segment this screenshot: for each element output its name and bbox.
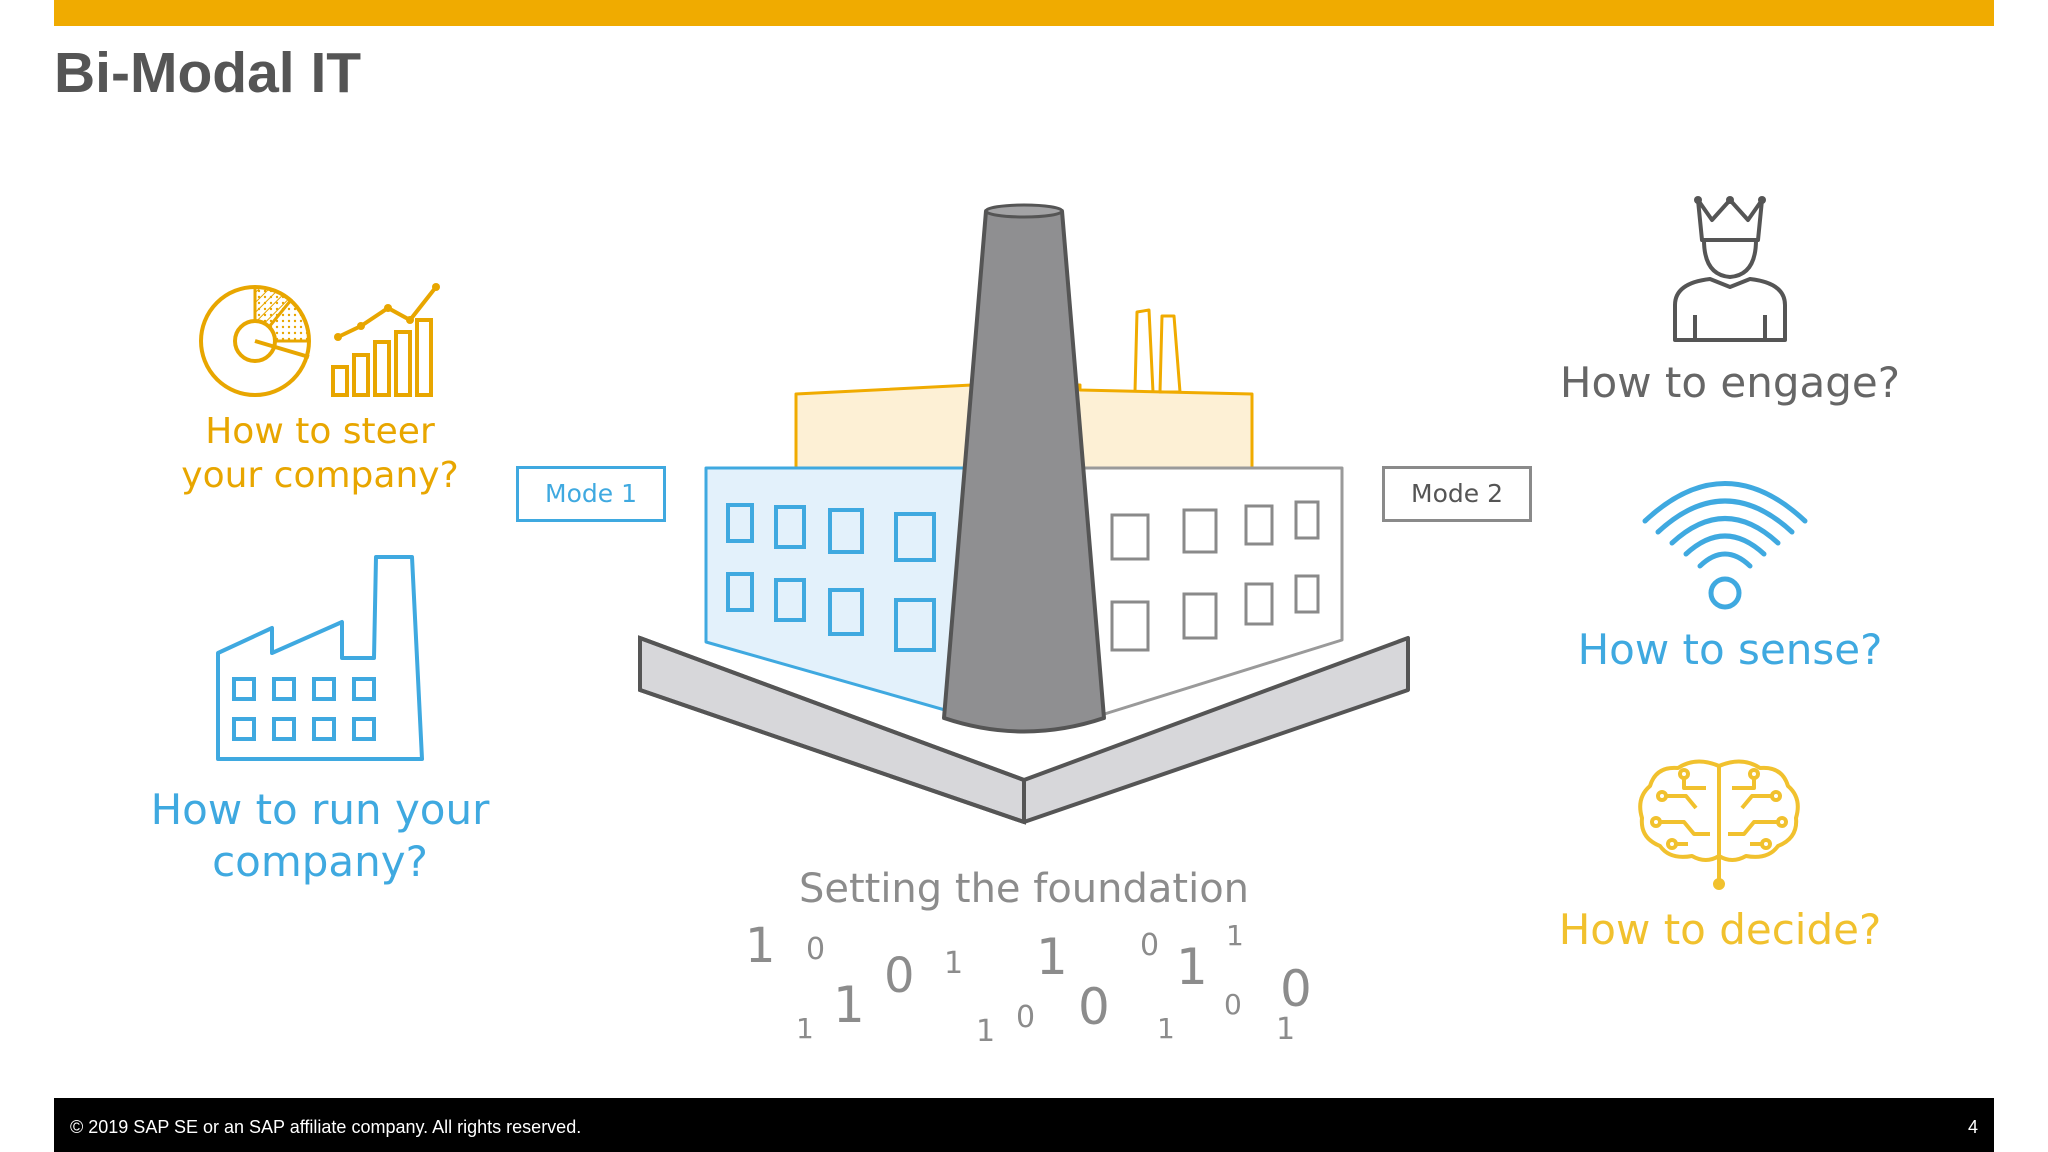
binary-digit: 1 [976, 1014, 996, 1049]
sense-label: How to sense? [1577, 625, 1883, 674]
steer-line2: your company? [181, 455, 459, 496]
wifi-signal-icon [1642, 481, 1808, 610]
binary-digit: 1 [1226, 919, 1244, 952]
binary-digit: 1 [745, 918, 776, 974]
binary-digit: 1 [833, 976, 865, 1034]
factory-icon [216, 555, 424, 761]
binary-digit: 0 [1016, 1000, 1036, 1035]
binary-digit: 0 [1280, 960, 1312, 1018]
mode2-box: Mode 2 [1382, 466, 1532, 522]
accent-bar [54, 0, 1994, 26]
binary-digit: 1 [1276, 1012, 1296, 1047]
footer-bar: © 2019 SAP SE or an SAP affiliate compan… [54, 1098, 1994, 1152]
bar-line-chart-icon [331, 283, 440, 397]
binary-digit: 1 [796, 1012, 814, 1045]
engage-label: How to engage? [1559, 358, 1901, 407]
steer-line1: How to steer [205, 411, 435, 452]
run-line2: company? [212, 837, 428, 886]
run-line1: How to run your [150, 785, 490, 834]
binary-digit: 1 [1176, 938, 1208, 996]
binary-digit: 1 [1036, 928, 1068, 986]
foundation-label: Setting the foundation [798, 866, 1250, 912]
brain-circuit-icon [1638, 759, 1800, 890]
binary-digit: 1 [944, 946, 964, 981]
binary-digit: 0 [1224, 988, 1242, 1021]
slide-title: Bi-Modal IT [54, 41, 362, 105]
binary-digit: 0 [806, 932, 826, 967]
steer-label: How to steer your company? [160, 410, 480, 498]
binary-digit: 1 [1157, 1012, 1175, 1045]
mode1-box: Mode 1 [516, 466, 666, 522]
copyright-text: © 2019 SAP SE or an SAP affiliate compan… [70, 1117, 582, 1137]
binary-digit: 0 [884, 948, 915, 1004]
binary-digit: 0 [1140, 928, 1160, 963]
user-crown-icon [1673, 196, 1787, 342]
run-label: How to run your company? [140, 784, 500, 888]
page-number: 4 [1967, 1117, 1978, 1137]
binary-digit: 0 [1078, 978, 1110, 1036]
decide-label: How to decide? [1558, 905, 1882, 954]
pie-chart-icon [199, 285, 311, 397]
